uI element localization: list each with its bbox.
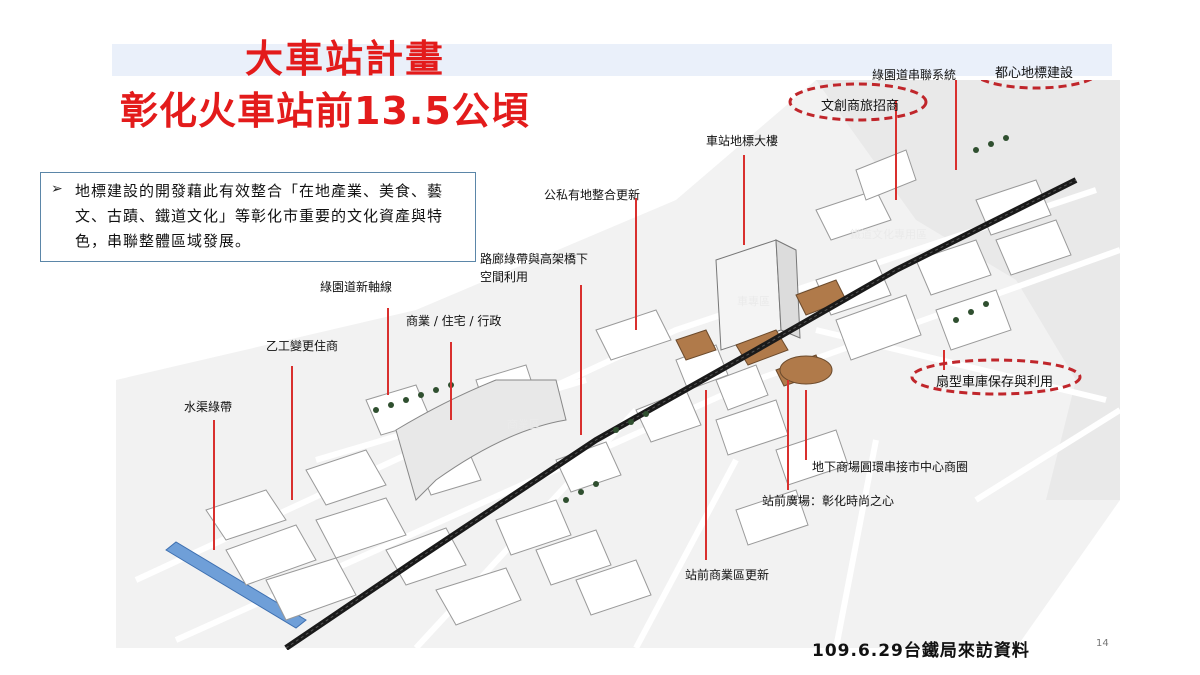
label-greenway-link: 綠園道串聯系統 xyxy=(872,68,957,82)
label-urban-landmark: 都心地標建設 xyxy=(995,66,1074,81)
map-label-commercial-zone: 商業區 xyxy=(507,418,540,431)
roundhouse-shape xyxy=(779,355,833,385)
label-station-tower: 車站地標大樓 xyxy=(706,134,779,148)
label-canal-greenbelt: 水渠綠帶 xyxy=(184,400,233,414)
map-label-station-zone: 車專區 xyxy=(737,295,770,308)
label-industrial-change: 乙工變更住商 xyxy=(266,339,339,353)
label-roundhouse: 扇型車庫保存與利用 xyxy=(936,375,1054,390)
description-text: 地標建設的開發藉此有效整合「在地產業、美食、藝文、古蹟、鐵道文化」等彰化市重要的… xyxy=(75,182,444,250)
title-line-1: 大車站計畫 xyxy=(245,37,446,81)
label-station-plaza: 站前廣場：彰化時尚之心 xyxy=(762,494,895,508)
master-plan-map xyxy=(116,80,1120,650)
title-band xyxy=(112,44,1112,76)
label-underground-mall: 地下商場圓環串接市中心商圈 xyxy=(812,460,969,474)
label-greenway-axis: 綠園道新軸線 xyxy=(320,280,393,294)
building-blocks xyxy=(205,149,1072,626)
label-mixed-use: 商業 / 住宅 / 行政 xyxy=(406,314,502,328)
description-box: ➢ 地標建設的開發藉此有效整合「在地產業、美食、藝文、古蹟、鐵道文化」等彰化市重… xyxy=(40,172,476,262)
label-public-private: 公私有地整合更新 xyxy=(544,188,641,202)
label-corridor-line2: 空間利用 xyxy=(480,270,529,284)
label-corridor-line1: 路廊綠帶與高架橋下 xyxy=(480,252,589,266)
bullet-arrow-icon: ➢ xyxy=(51,181,63,197)
tree-lines xyxy=(373,135,1009,503)
leader-lines xyxy=(213,80,957,560)
label-cultural-merchant: 文創商旅招商 xyxy=(821,99,900,114)
callout-ellipses xyxy=(788,80,1093,396)
map-label-culture-zone: 鐵道文化專用區 xyxy=(850,228,927,241)
page-number: 14 xyxy=(1096,638,1109,649)
label-station-renewal: 站前商業區更新 xyxy=(685,568,770,582)
canal-greenbelt-shape xyxy=(165,541,307,629)
title-line-2: 彰化火車站前13.5公頃 xyxy=(120,89,530,133)
commercial-district-building xyxy=(395,379,567,501)
source-note: 109.6.29台鐵局來訪資料 xyxy=(812,641,1030,661)
